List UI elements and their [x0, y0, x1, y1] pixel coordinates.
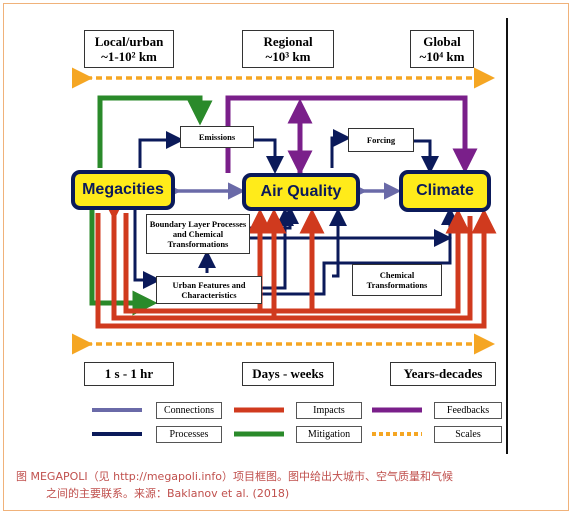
- node-chemical-transformations: Chemical Transformations: [352, 264, 442, 296]
- scale-global: Global ~10⁴ km: [410, 30, 474, 68]
- legend-processes: Processes: [156, 426, 222, 443]
- process-chem-air: [329, 208, 347, 278]
- legend-scales: Scales: [434, 426, 502, 443]
- process-meg-emis: [138, 131, 184, 168]
- impact-3: [123, 208, 471, 314]
- time-long: Years-decades: [390, 362, 496, 386]
- scale-regional-range: ~10³ km: [265, 49, 311, 64]
- figure-caption: 图 MEGAPOLI（见 http://megapoli.info）项目框图。图…: [16, 468, 556, 502]
- legend-impacts: Impacts: [296, 402, 362, 419]
- time-short: 1 s - 1 hr: [84, 362, 174, 386]
- mitigation-bottom: [89, 208, 158, 316]
- process-emis-air: [254, 138, 284, 174]
- process-meg-urban: [133, 210, 161, 289]
- connector-arrows: [72, 67, 497, 437]
- node-air-quality: Air Quality: [242, 173, 360, 211]
- scale-local-range: ~1-10² km: [101, 49, 157, 64]
- node-urban-features: Urban Features and Characteristics: [156, 276, 262, 304]
- caption-line-1: 图 MEGAPOLI（见 http://megapoli.info）项目框图。图…: [16, 470, 454, 483]
- time-medium: Days - weeks: [242, 362, 334, 386]
- legend-mitigation: Mitigation: [296, 426, 362, 443]
- scale-local-label: Local/urban: [94, 34, 164, 49]
- scale-regional-label: Regional: [263, 34, 313, 49]
- process-forcing-climate: [414, 139, 439, 174]
- megapoli-diagram: Local/urban ~1-10² km Regional ~10³ km G…: [70, 18, 508, 454]
- scale-regional: Regional ~10³ km: [242, 30, 334, 68]
- node-forcing: Forcing: [348, 128, 414, 152]
- scale-global-range: ~10⁴ km: [419, 49, 465, 64]
- process-urban-air: [262, 208, 294, 290]
- node-emissions: Emissions: [180, 126, 254, 148]
- scale-local: Local/urban ~1-10² km: [84, 30, 174, 68]
- node-megacities: Megacities: [71, 170, 175, 210]
- legend-feedbacks: Feedbacks: [434, 402, 502, 419]
- node-climate: Climate: [399, 170, 491, 212]
- legend-connections: Connections: [156, 402, 222, 419]
- process-air-forcing: [330, 129, 351, 168]
- process-urban-climate: [262, 207, 459, 296]
- impact-2: [101, 195, 473, 321]
- node-boundary-layer: Boundary Layer Processes and Chemical Tr…: [146, 214, 250, 254]
- mitigation-top: [97, 95, 213, 168]
- caption-line-2: 之间的主要联系。来源：Baklanov et al. (2018): [46, 487, 290, 500]
- scale-global-label: Global: [423, 34, 461, 49]
- impact-1: [95, 208, 497, 329]
